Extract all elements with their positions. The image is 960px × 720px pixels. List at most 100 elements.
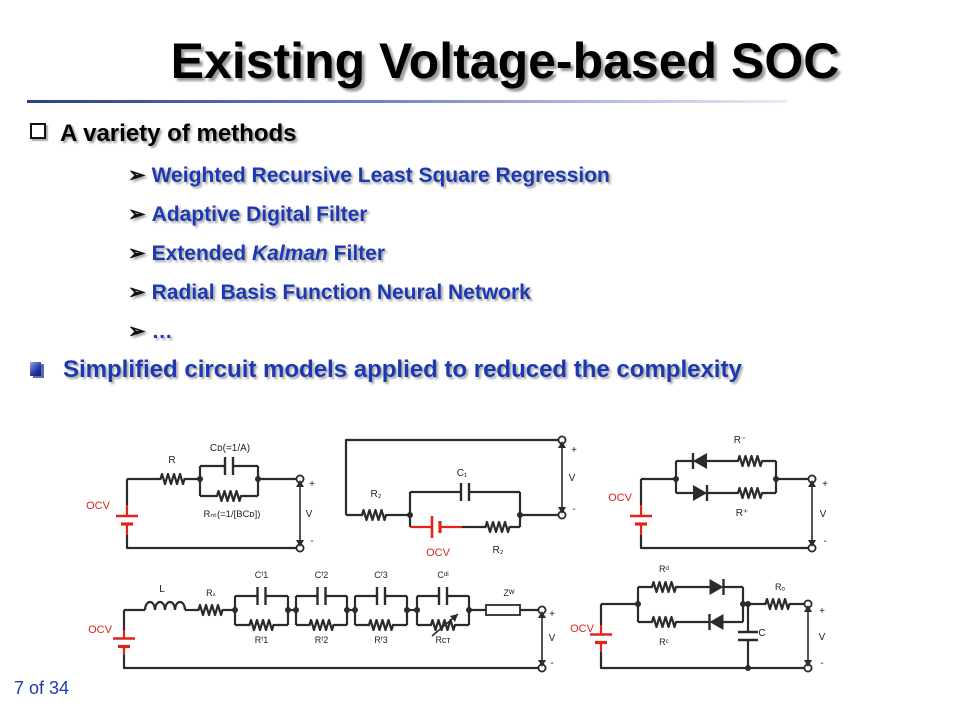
component-label: Rᶠ1 <box>255 635 269 645</box>
component-label: Rₛ <box>206 588 216 598</box>
component-label: R₂ <box>370 489 381 500</box>
voltage-label: V <box>549 633 556 644</box>
cube-bullet-icon <box>30 362 41 376</box>
resistor <box>150 472 195 486</box>
voltage-arrow-head <box>296 480 304 487</box>
voltage-arrow-head <box>804 605 812 612</box>
method-item-prefix: Extended <box>151 242 252 265</box>
component-label: R⁻ <box>734 435 747 446</box>
junction-dot <box>414 607 420 613</box>
slide-title: Existing Voltage-based SOC <box>170 33 840 89</box>
resistor <box>638 615 690 629</box>
ocv-label: OCV <box>426 547 451 559</box>
arrow-bullet-icon: ➢ <box>128 164 146 187</box>
inductor <box>143 600 187 611</box>
component-label: R⁺ <box>736 508 749 519</box>
circuit-diode-model: OCV R⁻ R⁺ + V - <box>608 435 828 553</box>
component-label: L <box>159 584 165 595</box>
component-label: Rₙₜ(=1/[BCᴅ]) <box>204 509 261 520</box>
resistor <box>724 486 776 500</box>
resistor <box>724 454 776 468</box>
page-number: 7 of 34 <box>14 678 70 698</box>
resistor <box>638 580 690 594</box>
voltage-label: V <box>820 509 827 520</box>
voltage-label: V <box>819 632 826 643</box>
component-label: Rᵈ <box>659 564 669 574</box>
wire <box>125 535 300 550</box>
wire <box>639 535 812 550</box>
arrow-bullet-icon: ➢ <box>128 281 146 304</box>
component-label: Cᴅ(=1/A) <box>210 443 250 454</box>
bullet-methods-text: A variety of methods <box>60 120 297 147</box>
plus-label: + <box>549 609 555 620</box>
arrow-bullet-icon: ➢ <box>128 320 146 343</box>
minus-label: - <box>572 504 575 515</box>
method-item-text: … <box>151 320 173 343</box>
method-item: ➢Radial Basis Function Neural Network <box>128 280 531 305</box>
diode <box>693 485 707 501</box>
resistor <box>417 618 469 632</box>
method-item-suffix: Filter <box>327 242 386 265</box>
component-label: Rᶜ <box>659 637 669 647</box>
checkbox-bullet-icon <box>30 123 46 139</box>
method-item: ➢Adaptive Digital Filter <box>128 202 367 227</box>
diode <box>693 453 707 469</box>
component-label: Cᶠ2 <box>315 570 329 580</box>
ocv-label: OCV <box>570 623 595 635</box>
component-label: Rₒ <box>775 582 785 592</box>
diode <box>709 614 724 630</box>
resistor <box>346 508 402 522</box>
ocv-label: OCV <box>608 492 633 504</box>
method-item-italic: Kalman <box>251 242 328 265</box>
component-label: Cᵈˡ <box>437 570 448 580</box>
component-label: Rᶠ2 <box>315 635 329 645</box>
plus-label: + <box>822 479 828 490</box>
junction-dot <box>197 476 203 482</box>
component-label: C <box>758 628 765 639</box>
bullet-circuits: Simplified circuit models applied to red… <box>30 356 742 384</box>
resistor <box>200 489 258 503</box>
resistor <box>475 520 520 534</box>
diode <box>709 579 724 595</box>
method-item-text: Weighted Recursive Least Square Regressi… <box>151 164 610 187</box>
method-item: ➢Weighted Recursive Least Square Regress… <box>128 163 610 188</box>
warburg-impedance <box>485 604 521 616</box>
method-item-text: Radial Basis Function Neural Network <box>151 281 531 304</box>
voltage-arrow-head <box>808 540 816 547</box>
method-item: ➢… <box>128 319 173 344</box>
ocv-label: OCV <box>88 624 113 636</box>
resistor <box>235 618 288 632</box>
junction-dot <box>293 607 299 613</box>
component-label: Cᶠ3 <box>374 570 388 580</box>
method-item: ➢Extended Kalman Filter <box>128 241 385 266</box>
resistor <box>193 603 228 617</box>
bullet-methods: A variety of methods <box>30 120 297 148</box>
ocv-label: OCV <box>86 500 111 512</box>
component-label: Zᵂ <box>503 588 514 598</box>
junction-dot <box>635 601 641 607</box>
bullet-circuits-text: Simplified circuit models applied to red… <box>63 356 742 383</box>
component-label: C₁ <box>457 468 468 479</box>
component-label: R₂ <box>492 545 503 556</box>
junction-dot <box>232 607 238 613</box>
resistor <box>296 618 347 632</box>
wire <box>599 652 808 670</box>
voltage-arrow-head <box>558 507 566 514</box>
arrow-bullet-icon: ➢ <box>128 242 146 265</box>
plus-label: + <box>819 606 825 617</box>
resistor <box>760 597 795 611</box>
wire <box>344 438 562 515</box>
voltage-label: V <box>569 473 576 484</box>
component-label: Rᶠ3 <box>374 635 388 645</box>
junction-dot <box>407 512 413 518</box>
minus-label: - <box>823 536 826 547</box>
variable-arrow-head <box>450 614 458 622</box>
junction-dot <box>352 607 358 613</box>
title-underline <box>27 100 787 103</box>
minus-label: - <box>820 658 823 669</box>
arrow-bullet-icon: ➢ <box>128 203 146 226</box>
